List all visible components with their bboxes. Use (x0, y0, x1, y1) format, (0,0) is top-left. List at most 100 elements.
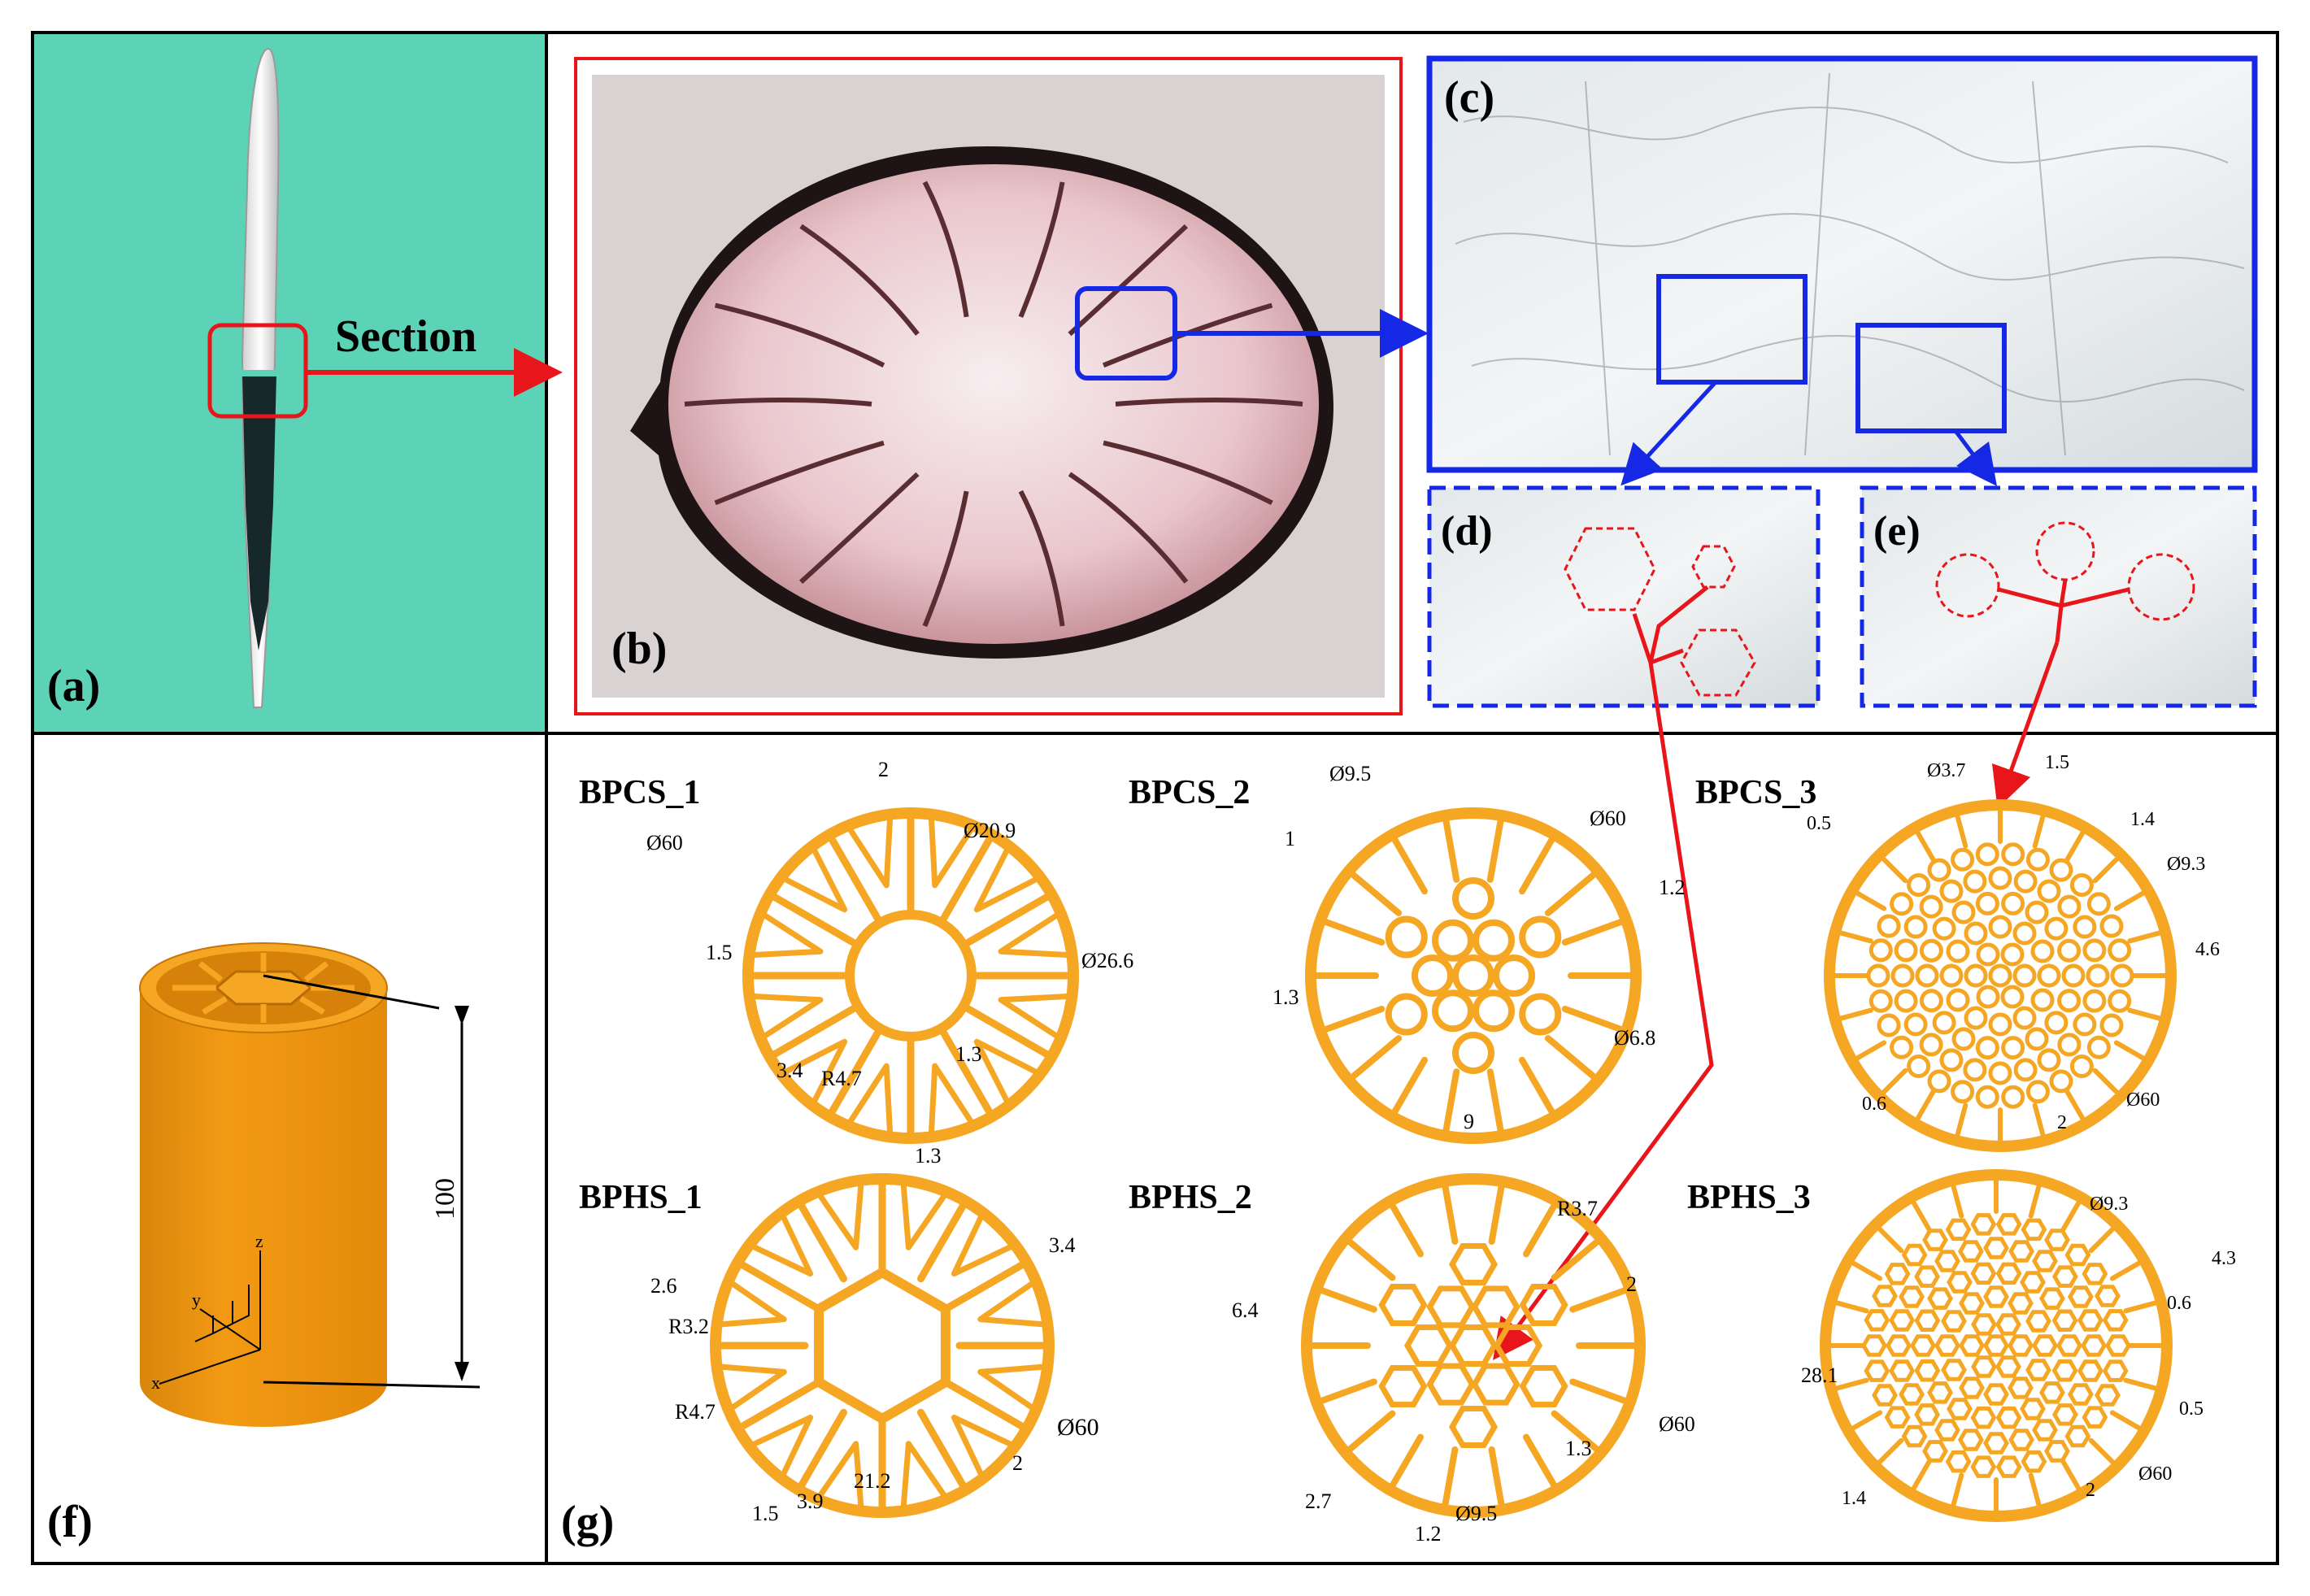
pore-hexagon (1995, 1355, 2021, 1378)
bphs1-dim-5: R4.7 (675, 1400, 716, 1424)
pore-circle (1964, 921, 1988, 946)
rib (1321, 918, 1386, 946)
branch (998, 994, 1068, 1039)
pore-hexagon (1941, 1310, 1967, 1333)
pore-circle (1975, 891, 1999, 915)
panel-g: BPCS_1 BPCS_2 BPCS_3 BPHS_1 BPHS_2 BPHS_… (561, 752, 2236, 1547)
outer-ring (1820, 1169, 2173, 1522)
pore-hexagon (2077, 1309, 2103, 1332)
pore-hexagon (1914, 1359, 1941, 1382)
pore-hexagon (1934, 1250, 1960, 1272)
bpcs2-dim-1: Ø9.5 (1329, 762, 1371, 785)
pore-hexagon (1958, 1240, 1984, 1263)
bpcs3-dim-5: Ø9.3 (2167, 854, 2205, 875)
pore-circle (1946, 939, 1970, 963)
rib (1951, 1183, 1964, 1219)
pore-circle (2025, 847, 2050, 872)
pore-circle (2086, 892, 2111, 916)
panel-label-g: (g) (561, 1497, 614, 1547)
branch (752, 1215, 814, 1277)
pore-circle (1963, 1058, 1987, 1082)
rib (1838, 930, 1873, 944)
label-bpcs2: BPCS_2 (1129, 774, 1250, 811)
pore-hexagon (1426, 1363, 1476, 1406)
circle-cell-right (2127, 553, 2195, 621)
label-bphs2: BPHS_2 (1129, 1179, 1252, 1216)
bphs3-dim-3: 0.6 (2167, 1293, 2191, 1314)
pore-circle (1919, 938, 1943, 963)
pore-circle (1988, 1012, 2012, 1037)
bpcs1-dim-1: 2 (878, 758, 889, 781)
rib (1346, 1238, 1396, 1281)
pore-hexagon (1971, 1355, 1997, 1378)
vascular-line (799, 472, 920, 585)
pore-hexagon (1947, 1398, 1973, 1420)
pore-circle (2000, 942, 2025, 967)
bphs1-dim-8: 21.2 (854, 1469, 891, 1493)
pore-hexagon (1995, 1262, 2022, 1285)
rib (1955, 813, 1969, 849)
pore-circle (1915, 963, 1939, 988)
pore-circle (2013, 869, 2038, 894)
rib (1561, 918, 1625, 946)
pore-hexagon (1914, 1309, 1941, 1332)
pore-circle (2001, 842, 2025, 867)
pore-hexagon (1959, 1334, 1985, 1357)
bpcs2-dim-4: 1.2 (1659, 876, 1686, 899)
pore-circle (2012, 921, 2037, 946)
arrow-to-e (1954, 429, 1997, 486)
rib (1854, 1040, 1887, 1061)
panel-d: (d) (1427, 485, 1821, 708)
bpcs1-dim-4: Ø26.6 (1081, 949, 1133, 972)
pore-hexagon (1519, 1284, 1568, 1326)
pore-circle (1519, 993, 1562, 1036)
pore-circle (1907, 1055, 1931, 1078)
zoom-box-d (1656, 274, 1808, 385)
rib (2032, 813, 2046, 849)
vascular-line (1068, 472, 1189, 584)
branch (951, 1215, 1012, 1277)
bpcs2-dim-2: 1 (1285, 827, 1295, 850)
branch (847, 819, 893, 889)
pore-circle (1932, 1011, 1956, 1035)
pore-circle (1939, 1048, 1964, 1072)
pore-hexagon (1983, 1334, 2009, 1357)
pore-circle (2044, 916, 2069, 941)
pore-hexagon (1945, 1450, 1972, 1473)
bpcs3-dim-9: Ø60 (2126, 1089, 2160, 1111)
pore-hexagon (2008, 1292, 2034, 1315)
pore-circle (1432, 989, 1474, 1033)
pore-circle (1412, 955, 1454, 997)
panel-f: 100 z x y (f) (47, 942, 481, 1547)
pore-hexagon (1995, 1406, 2022, 1429)
branch (977, 1363, 1043, 1410)
pore-circle (1927, 1069, 1951, 1094)
pore-hexagon (1927, 1381, 1953, 1404)
pore-circle (1894, 989, 1918, 1013)
pore-circle (1903, 915, 1928, 939)
dim-extension-bottom (263, 1381, 481, 1389)
rib (2028, 1183, 2042, 1219)
rib (1321, 1006, 1386, 1033)
hexagon-cell-large (1564, 527, 1656, 611)
pore-circle (1932, 916, 1956, 941)
rib (1551, 1410, 1601, 1453)
rib (770, 1005, 857, 1059)
pore-hexagon (1983, 1383, 2009, 1406)
bphs2-dim-6: 1.3 (1565, 1437, 1592, 1460)
inner-hexagon (814, 1267, 951, 1424)
pore-hexagon (1910, 1334, 1936, 1357)
pore-hexagon (1959, 1376, 1985, 1399)
pore-hexagon (2025, 1310, 2051, 1333)
axis-label-y: y (192, 1289, 201, 1310)
pore-circle (1519, 915, 1562, 959)
pore-hexagon (1899, 1383, 1925, 1406)
scaffold-cylinder-body (140, 988, 387, 1427)
height-dimension-value: 100 (430, 1178, 460, 1220)
rib (1834, 1377, 1869, 1391)
pore-circle (1919, 989, 1943, 1013)
pore-hexagon (1934, 1334, 1960, 1357)
rib (1389, 1202, 1424, 1258)
vascular-line (1068, 224, 1188, 337)
panel-b: (b) (574, 57, 1429, 715)
